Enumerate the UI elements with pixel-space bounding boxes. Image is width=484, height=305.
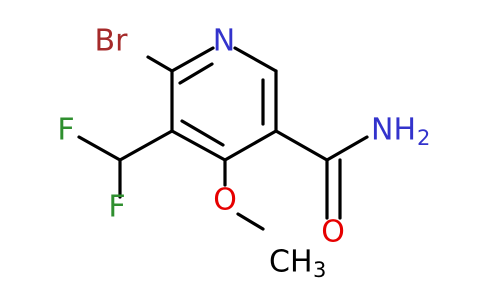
- bond-c5-c4: [223, 129, 278, 162]
- atom-label-fluorine-lower: F: [108, 190, 125, 225]
- pyridine-ring: [170, 46, 278, 162]
- bond-c4-c3-double: [180, 119, 225, 147]
- atom-label-nitrogen: N: [213, 24, 235, 59]
- atom-label-fluorine-upper: F: [57, 113, 74, 148]
- bond-c4-c3: [170, 129, 227, 162]
- bond-carbonyl-nh2: [325, 135, 369, 162]
- bond-c3-chf2: [118, 129, 174, 162]
- bond-n-c6: [233, 46, 278, 73]
- bond-chf2-f-upper: [77, 135, 122, 162]
- atom-label-amine-subscript: 2: [417, 126, 430, 150]
- bond-o-ch3: [236, 212, 265, 231]
- atom-label-oxygen-carbonyl: O: [321, 215, 345, 250]
- atom-label-amine: NH: [371, 113, 416, 148]
- bond-c5-carbonyl: [274, 129, 329, 162]
- bond-c2-n: [170, 46, 215, 73]
- atom-label-oxygen-methoxy: O: [213, 183, 237, 218]
- bond-c2-n-double: [178, 62, 214, 85]
- atom-label-bromine: Br: [95, 24, 129, 59]
- bond-c2-br: [146, 55, 174, 73]
- atom-label-methyl: CH: [269, 245, 313, 280]
- atom-label-methyl-subscript: 3: [313, 258, 326, 282]
